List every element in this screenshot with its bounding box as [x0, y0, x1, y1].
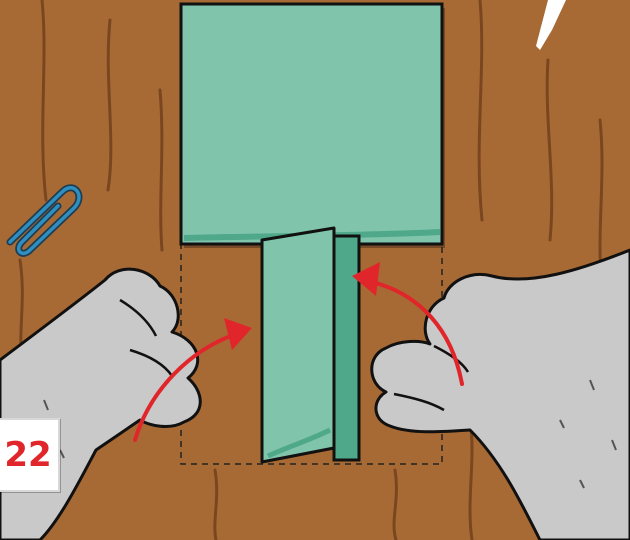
- green-paper-back-panel: [334, 236, 359, 460]
- green-paper-folded-strip: [262, 228, 334, 462]
- step-number-badge: 22: [0, 418, 60, 492]
- green-paper-square: [181, 4, 445, 248]
- step-number: 22: [4, 435, 51, 475]
